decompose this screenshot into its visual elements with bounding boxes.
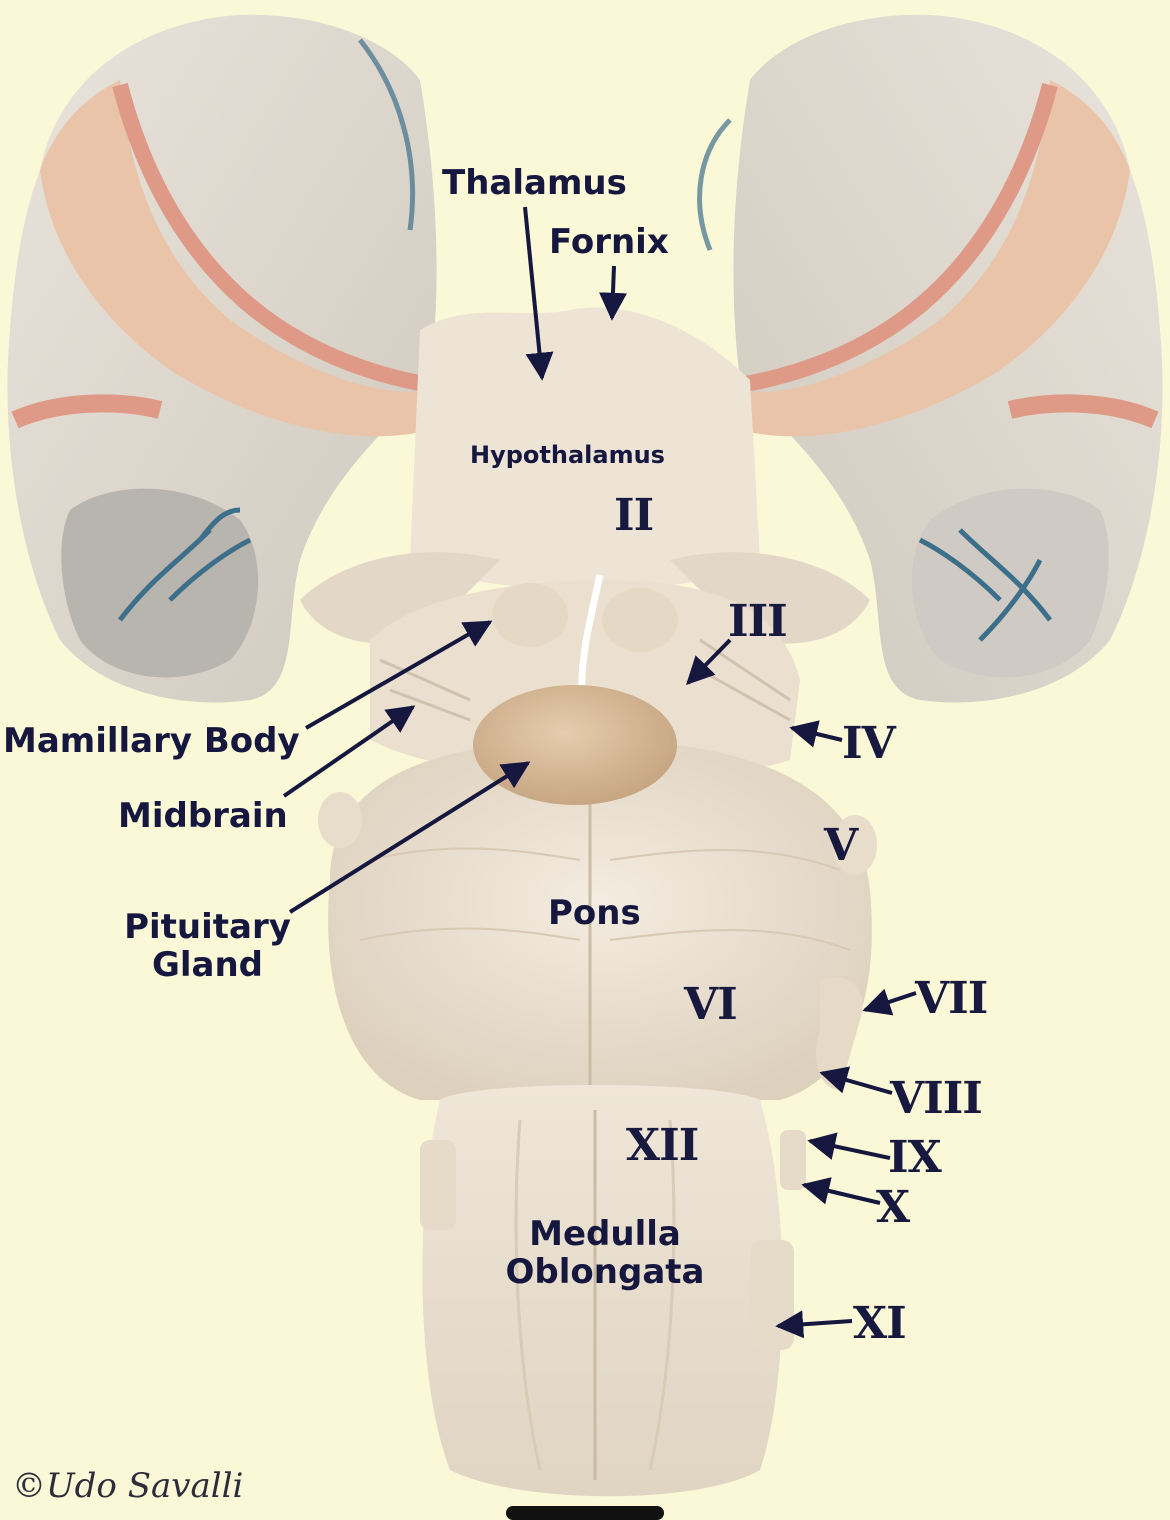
nerve-iii-label: III (728, 596, 788, 647)
nerve-viii-label: VIII (890, 1073, 983, 1124)
diencephalon (410, 307, 760, 590)
mamillary-body-label: Mamillary Body (3, 721, 300, 761)
home-indicator[interactable] (506, 1506, 664, 1520)
hypothalamus-label: Hypothalamus (470, 441, 665, 469)
pituitary-gland-label: Pituitary Gland (120, 910, 295, 982)
nerve-v-label: V (824, 820, 858, 871)
medulla-label-line1: Medulla (529, 1214, 681, 1254)
pituitary-shape (473, 685, 677, 805)
nerve-ii-label: II (614, 490, 654, 541)
nerve-ix-label: IX (888, 1132, 942, 1183)
pituitary-label-line1: Pituitary (124, 907, 291, 947)
left-hemisphere (7, 14, 437, 703)
pons-shape (328, 740, 872, 1100)
nerve-vii-label: VII (915, 973, 988, 1024)
copyright-credit: ©Udo Savalli (12, 1466, 244, 1506)
fornix-label: Fornix (549, 222, 669, 262)
thalamus-label: Thalamus (442, 163, 627, 203)
pituitary-label-line2: Gland (151, 945, 264, 985)
pointer-arrows (282, 206, 917, 1339)
nerve-xi-label: XI (853, 1298, 907, 1349)
nerve-iv-label: IV (842, 718, 896, 769)
medulla-shape (422, 1085, 783, 1497)
pons-label: Pons (548, 893, 641, 933)
nerve-vi-label: VI (684, 979, 738, 1030)
mamillary-body-shape (492, 583, 568, 647)
medulla-oblongata-label: Medulla Oblongata (505, 1217, 705, 1289)
nerve-xii-label: XII (626, 1120, 699, 1171)
right-hemisphere (697, 14, 1163, 703)
medulla-label-line2: Oblongata (505, 1252, 705, 1292)
midbrain-label: Midbrain (118, 796, 288, 836)
nerve-x-label: X (876, 1182, 910, 1233)
